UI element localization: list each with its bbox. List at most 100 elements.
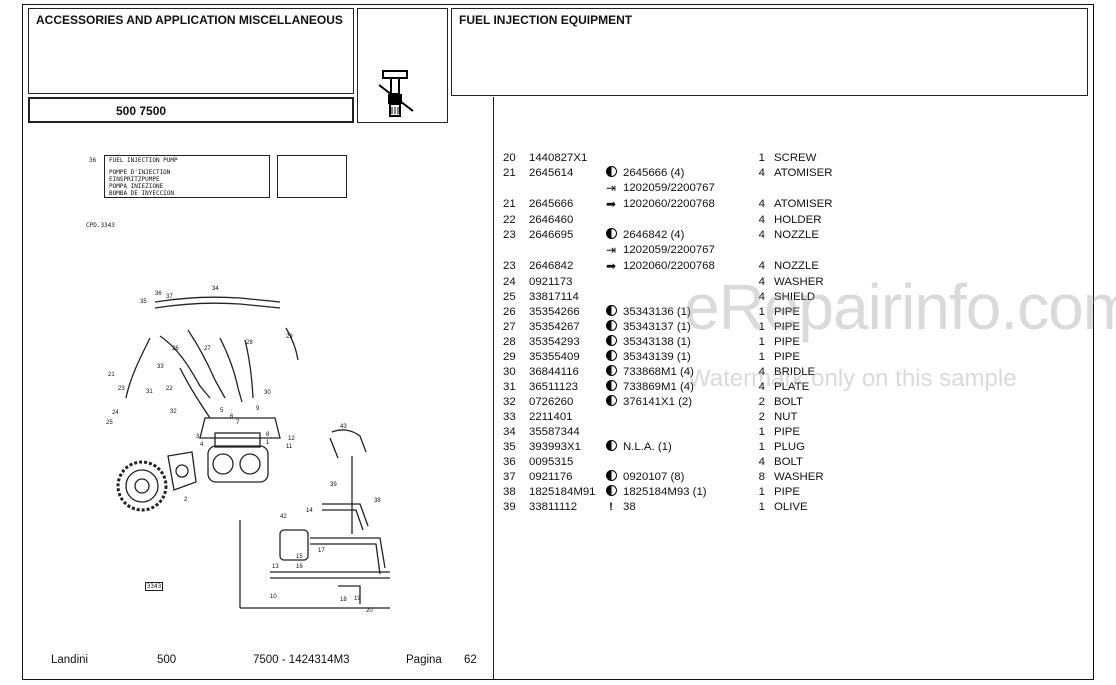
- replacement-part: 35343136 (1): [623, 306, 691, 318]
- svg-text:35: 35: [140, 299, 147, 305]
- symbol-cell: ⇥: [599, 181, 623, 197]
- part-position: 26: [503, 306, 516, 318]
- replacement-dot-icon: [605, 395, 617, 406]
- svg-text:24: 24: [112, 410, 119, 416]
- replacement-part: 35343138 (1): [623, 336, 691, 348]
- part-quantity: 1: [758, 426, 765, 438]
- svg-text:8: 8: [266, 432, 270, 438]
- legend-line: EINSPRITZPUMPE: [109, 176, 160, 183]
- svg-text:16: 16: [296, 564, 303, 570]
- part-quantity: [747, 243, 770, 259]
- symbol-cell: [599, 380, 623, 395]
- part-number: 0726260: [529, 396, 574, 408]
- icon-box: [357, 8, 448, 123]
- serial-range-from-icon: ➡: [605, 197, 617, 211]
- footer-page-label: Pagina: [406, 654, 442, 666]
- part-quantity: 4: [758, 214, 765, 226]
- replacement-part: 733869M1 (4): [623, 381, 694, 393]
- part-description: OLIVE: [774, 501, 808, 513]
- symbol-cell: ➡: [599, 197, 623, 213]
- replacement-part: [623, 275, 747, 290]
- svg-text:36: 36: [155, 291, 162, 297]
- svg-text:28: 28: [246, 340, 253, 346]
- svg-text:23: 23: [118, 386, 125, 392]
- model-box: 500 7500: [28, 97, 354, 123]
- replacement-part: 376141X1 (2): [623, 396, 693, 408]
- svg-text:13: 13: [272, 564, 279, 570]
- svg-text:14: 14: [306, 508, 313, 514]
- part-position: 34: [503, 426, 516, 438]
- symbol-cell: [599, 320, 623, 335]
- replacement-part: [623, 455, 747, 470]
- replacement-part: 1202060/2200768: [623, 260, 715, 272]
- part-quantity: 1: [758, 486, 765, 498]
- section-name-box: FUEL INJECTION EQUIPMENT: [451, 8, 1088, 96]
- svg-text:18: 18: [340, 597, 347, 603]
- table-row: ⇥1202059/2200767: [503, 243, 832, 259]
- part-position: 37: [503, 471, 516, 483]
- symbol-cell: [599, 275, 623, 290]
- part-quantity: 4: [758, 260, 765, 272]
- part-description: NOZZLE: [774, 229, 819, 241]
- part-number: 2646842: [529, 260, 574, 272]
- symbol-cell: [599, 350, 623, 365]
- symbol-cell: [599, 470, 623, 485]
- svg-text:1: 1: [266, 440, 270, 446]
- part-position: 36: [503, 456, 516, 468]
- replacement-part: 38: [623, 501, 636, 513]
- part-number: 0921173: [529, 276, 573, 288]
- part-description: HOLDER: [774, 214, 822, 226]
- svg-text:4: 4: [200, 442, 204, 448]
- part-description: PLATE: [774, 381, 810, 393]
- replacement-part: 733868M1 (4): [623, 366, 694, 378]
- part-quantity: 1: [758, 152, 765, 164]
- svg-text:7: 7: [236, 420, 240, 426]
- legend-line: BOMBA DE INYECCION: [109, 190, 175, 197]
- part-description: PIPE: [774, 426, 800, 438]
- replacement-part: 2646842 (4): [623, 229, 685, 241]
- part-description: ATOMISER: [774, 198, 833, 210]
- replacement-part: N.L.A. (1): [623, 441, 672, 453]
- part-position: [503, 243, 529, 259]
- legend-lines: FUEL INJECTION PUMP POMPE D'INJECTION EI…: [109, 157, 178, 197]
- symbol-cell: [599, 425, 623, 440]
- symbol-cell: [599, 410, 623, 425]
- svg-text:10: 10: [270, 594, 277, 600]
- replacement-part: 0920107 (8): [623, 471, 685, 483]
- symbol-cell: [599, 485, 623, 500]
- part-description: NOZZLE: [774, 260, 819, 272]
- symbol-cell: [599, 395, 623, 410]
- symbol-cell: [599, 213, 623, 228]
- part-position: 25: [503, 291, 516, 303]
- svg-text:21: 21: [108, 372, 115, 378]
- part-quantity: 1: [758, 441, 765, 453]
- svg-text:30: 30: [264, 390, 271, 396]
- svg-text:31: 31: [146, 389, 153, 395]
- replacement-part: 1825184M93 (1): [623, 486, 707, 498]
- part-quantity: 1: [758, 351, 765, 363]
- svg-text:3: 3: [196, 434, 200, 440]
- symbol-cell: [599, 151, 623, 166]
- part-number: 35354266: [529, 306, 580, 318]
- part-quantity: 1: [758, 321, 765, 333]
- part-number: 2645614: [529, 167, 574, 179]
- figure-number-box: 3343: [145, 582, 163, 591]
- svg-text:26: 26: [172, 346, 179, 352]
- part-position: 32: [503, 396, 516, 408]
- part-quantity: 1: [758, 336, 765, 348]
- part-number: 36511123: [529, 381, 578, 393]
- table-row: 34 35587344 1 PIPE: [503, 425, 832, 440]
- part-number: 35587344: [529, 426, 580, 438]
- svg-text:37: 37: [166, 294, 173, 300]
- section-title: ACCESSORIES AND APPLICATION MISCELLANEOU…: [36, 13, 343, 27]
